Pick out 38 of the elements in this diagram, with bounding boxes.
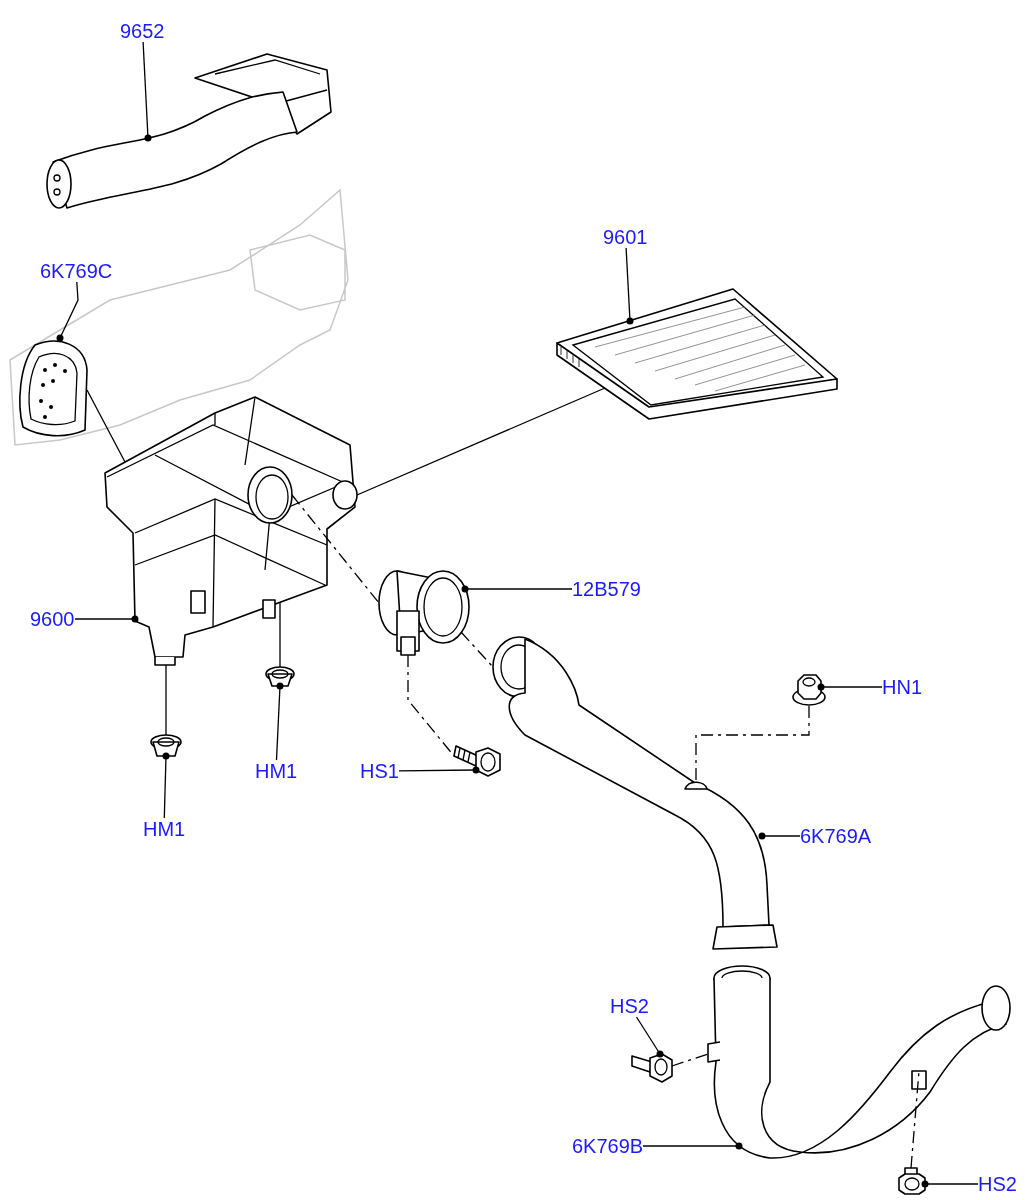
- part-number: HM1: [143, 818, 186, 840]
- part-number: 9652: [120, 20, 165, 42]
- leader-line: [817, 683, 883, 691]
- bolt-icon: [895, 1166, 929, 1196]
- assembly-line: [86, 389, 126, 463]
- leader-line: [461, 585, 573, 593]
- part-number: 9600: [30, 608, 75, 630]
- leader-line: [142, 41, 152, 142]
- part-number: 6K769B: [572, 1135, 644, 1157]
- leader-line: [921, 1180, 979, 1188]
- part-number: HS2: [978, 1173, 1017, 1195]
- nut-icon: [790, 673, 828, 707]
- part-number: HM1: [255, 760, 298, 782]
- part-number: 12B579: [572, 578, 641, 600]
- assembly-line: [910, 1070, 920, 1169]
- leader-line: [642, 1142, 743, 1150]
- part-number: 6K769C: [40, 260, 113, 282]
- assembly-line: [279, 601, 281, 668]
- assembly-line: [356, 387, 606, 496]
- part-number: HS1: [360, 760, 399, 782]
- assembly-line: [165, 664, 167, 736]
- part-number: HN1: [882, 676, 922, 698]
- leader-line: [275, 682, 284, 761]
- part-number: 9601: [603, 226, 648, 248]
- air-filter-drawing: [555, 285, 840, 420]
- leader-line: [635, 1016, 664, 1058]
- assembly-line: [460, 631, 494, 668]
- assembly-line: [291, 494, 380, 604]
- leader-line: [56, 281, 79, 342]
- assembly-line: [671, 1053, 709, 1067]
- part-number: 6K769A: [800, 825, 872, 847]
- leader-line: [74, 615, 139, 623]
- leader-line: [398, 766, 480, 774]
- leader-line: [625, 247, 634, 325]
- part-number: HS2: [610, 995, 649, 1017]
- leader-line: [758, 832, 801, 840]
- leader-line: [162, 752, 170, 819]
- assembly-line: [695, 705, 810, 783]
